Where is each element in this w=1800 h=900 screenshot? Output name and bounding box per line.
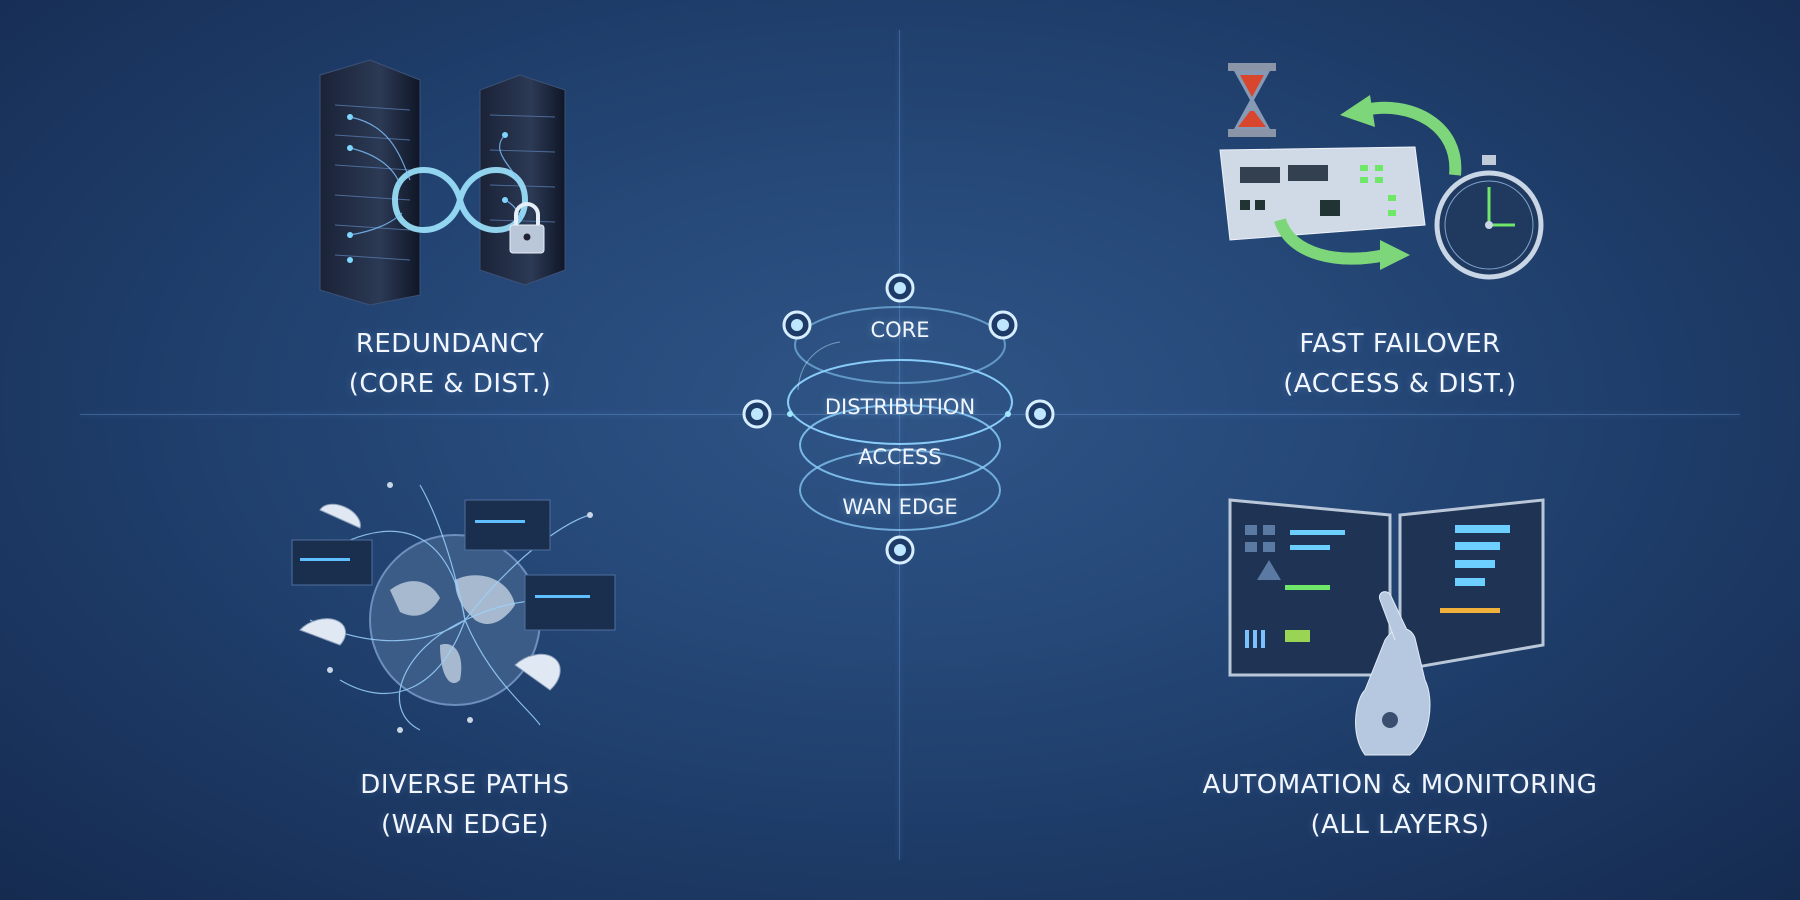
- node-dot: [894, 544, 906, 556]
- fast-failover-label: FAST FAILOVER (ACCESS & DIST.): [1240, 324, 1560, 404]
- vertical-axis-line: [899, 30, 900, 860]
- diverse-paths-title: DIVERSE PATHS: [360, 770, 570, 800]
- dashboard-robot-hand-icon: [1228, 498, 1545, 756]
- globe-satellite-dish-icon: [291, 482, 616, 733]
- redundancy-label: REDUNDANCY (CORE & DIST.): [300, 324, 600, 404]
- layer-wan-edge-label: WAN EDGE: [842, 495, 958, 519]
- ring-distribution: [787, 359, 1013, 445]
- node-dot: [751, 408, 763, 420]
- signal-dot: [1005, 411, 1011, 417]
- node-dot: [791, 319, 803, 331]
- node-dot: [997, 319, 1009, 331]
- ring-wan-edge: [799, 449, 1001, 531]
- layer-core-label: CORE: [870, 318, 930, 342]
- fast-failover-title: FAST FAILOVER: [1299, 329, 1501, 359]
- diverse-paths-subtitle: (WAN EDGE): [380, 810, 550, 840]
- redundancy-subtitle: (CORE & DIST.): [348, 369, 552, 399]
- layer-distribution-label: DISTRIBUTION: [824, 395, 976, 419]
- automation-subtitle: (ALL LAYERS): [1310, 810, 1490, 840]
- horizontal-axis-line: [80, 414, 1740, 415]
- fast-failover-subtitle: (ACCESS & DIST.): [1283, 369, 1517, 399]
- node-dot: [1034, 408, 1046, 420]
- ring-access: [799, 404, 1001, 486]
- network-layers-stack: CORE DISTRIBUTION ACCESS WAN EDGE: [740, 270, 1060, 570]
- ring-core: [794, 306, 1006, 384]
- diverse-paths-label: DIVERSE PATHS (WAN EDGE): [315, 765, 615, 845]
- layer-access-label: ACCESS: [858, 445, 942, 469]
- node-dot: [894, 282, 906, 294]
- signal-dot: [787, 411, 793, 417]
- redundancy-title: REDUNDANCY: [355, 329, 545, 359]
- automation-monitoring-label: AUTOMATION & MONITORING (ALL LAYERS): [1170, 765, 1630, 845]
- switch-hourglass-stopwatch-icon: [1219, 63, 1544, 280]
- automation-title: AUTOMATION & MONITORING: [1202, 770, 1598, 800]
- server-racks-infinity-lock-icon: [319, 59, 566, 305]
- layer-rings-graphic: [742, 273, 1055, 565]
